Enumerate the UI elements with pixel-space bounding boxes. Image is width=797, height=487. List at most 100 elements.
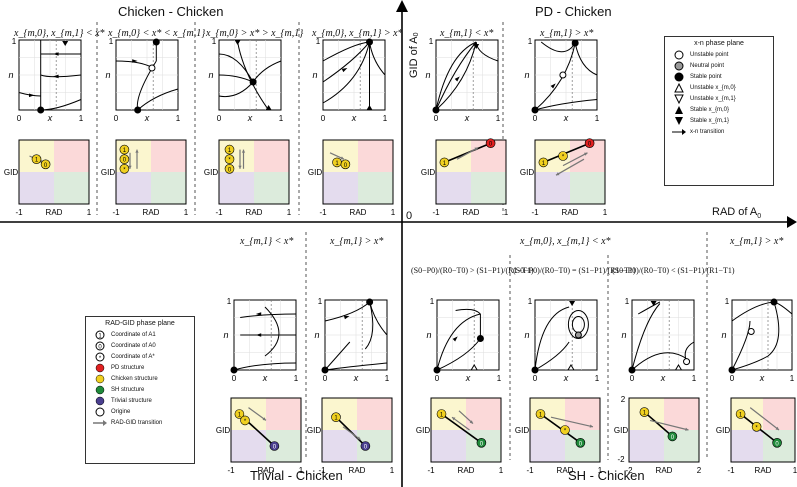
phase-plane-tl4 (322, 38, 386, 111)
trajectory (322, 41, 370, 104)
flow-arrow (53, 74, 59, 79)
stable-point (531, 366, 539, 374)
tick-n1: 1 (316, 37, 321, 46)
region-sh (570, 172, 605, 204)
legend-xn-stable-point: Stable point (668, 71, 770, 82)
trajectory (534, 306, 570, 371)
rg-arrow-head (469, 420, 473, 424)
trajectory (240, 313, 297, 318)
rg-arrow-head (128, 165, 132, 169)
axis-x-label: x (563, 373, 569, 383)
rg-point (485, 138, 496, 148)
axis-x-label: x (563, 113, 569, 123)
region-trivial (535, 172, 570, 204)
unstable-xm0 (567, 364, 575, 371)
stable-point (366, 298, 374, 306)
tick-right: 2 (697, 466, 702, 475)
axis-rad-label: RAD (755, 466, 772, 475)
rg-point-label: 1 (539, 413, 543, 419)
tick-1: 1 (279, 114, 284, 123)
legend-xn-unstable-point: Unstable point (668, 49, 770, 60)
stable-point (571, 39, 579, 47)
stable-point (152, 38, 160, 46)
stable-xm0 (265, 105, 272, 110)
trajectory (436, 338, 481, 371)
stable-xm1 (473, 44, 480, 49)
rg-point (119, 164, 130, 174)
tick-bottom: -2 (617, 455, 625, 464)
tick-1: 1 (385, 374, 390, 383)
trajectory (137, 88, 179, 111)
rg-point (751, 421, 762, 432)
flow-arrow (255, 312, 262, 316)
trajectory (435, 41, 477, 111)
axis-x-label: x (144, 113, 150, 123)
axis-n-label: n (426, 330, 431, 340)
legend-rg-chicken: Chicken structure (89, 373, 191, 384)
rg-point-label: 0 (273, 445, 277, 451)
axis-gid-label: GID (515, 426, 529, 435)
tick-n1: 1 (429, 37, 434, 46)
rg-frame (730, 397, 796, 463)
phase-plane-br3 (628, 299, 695, 374)
rg-transition-arrow (456, 147, 479, 160)
rg-arrow-head (556, 172, 560, 176)
condition-bl2: x_{m,1} > x* (330, 236, 384, 247)
tick-left: -1 (318, 466, 326, 475)
axis-gid-label: GID (216, 426, 230, 435)
rg-point-label: * (244, 419, 247, 425)
trajectory (475, 41, 499, 62)
region-pd (358, 140, 393, 172)
stable-point (728, 366, 736, 374)
origin-label: 0 (406, 210, 413, 222)
rg-point-label: * (562, 155, 565, 161)
rg-link (441, 413, 482, 444)
tick-left: -1 (112, 208, 120, 217)
rg-point-label: * (755, 425, 758, 431)
rad-gid-plane-tl1: 10 (18, 139, 90, 205)
rg-arrow-head (357, 436, 361, 440)
trajectory (574, 42, 598, 76)
flow-arrow (255, 333, 262, 337)
region-pd (357, 398, 392, 430)
tick-1: 1 (294, 374, 299, 383)
rad-gid-plane-br4: 1*0 (730, 397, 796, 463)
unstable-point (683, 358, 691, 366)
tick-0: 0 (533, 374, 538, 383)
rg-point (558, 151, 568, 161)
rg-link (643, 411, 673, 438)
legend-rg-astar: *Coordinate of A* (89, 351, 191, 362)
legend-xn-stable-xm0: Stable x_{m,0} (668, 104, 770, 115)
rad-gid-plane-tl3: 1*0 (218, 139, 290, 205)
rg-arrow-head (452, 417, 456, 421)
trajectory (233, 362, 297, 371)
axis-n-label: n (621, 330, 626, 340)
axis-x-label: x (247, 113, 253, 123)
region-pd (254, 140, 289, 172)
rad-gid-plane-tr1: 10 (435, 138, 507, 205)
legend-rg-transition: RAD-GID transition (89, 417, 191, 428)
rg-point (234, 409, 245, 419)
region-sh (54, 172, 89, 204)
legend-xn-unstable-xm0: Unstable x_{m,0} (668, 82, 770, 93)
axis-x-label: x (464, 113, 470, 123)
trajectory (534, 99, 598, 111)
axis-gid-label: GID (4, 168, 18, 177)
trajectory (364, 301, 374, 350)
region-pd (565, 398, 600, 430)
axis-rad-label: RAD (349, 466, 366, 475)
rg-point-label: 0 (588, 142, 592, 148)
trajectory (534, 42, 576, 111)
region-trivial (231, 430, 266, 462)
rg-arrow-head (241, 149, 246, 153)
axis-n-label: n (208, 70, 213, 80)
axis-rad-label: RAD (143, 208, 160, 217)
rg-arrow-head (589, 424, 593, 428)
svg-text:0: 0 (98, 344, 102, 350)
axis-rad-label: RAD (557, 466, 574, 475)
region-pd (151, 140, 186, 172)
axis-x-label: x (47, 113, 53, 123)
axis-gid-label: GID (101, 168, 115, 177)
tick-1: 1 (496, 114, 501, 123)
rg-point-label: 1 (643, 411, 647, 417)
